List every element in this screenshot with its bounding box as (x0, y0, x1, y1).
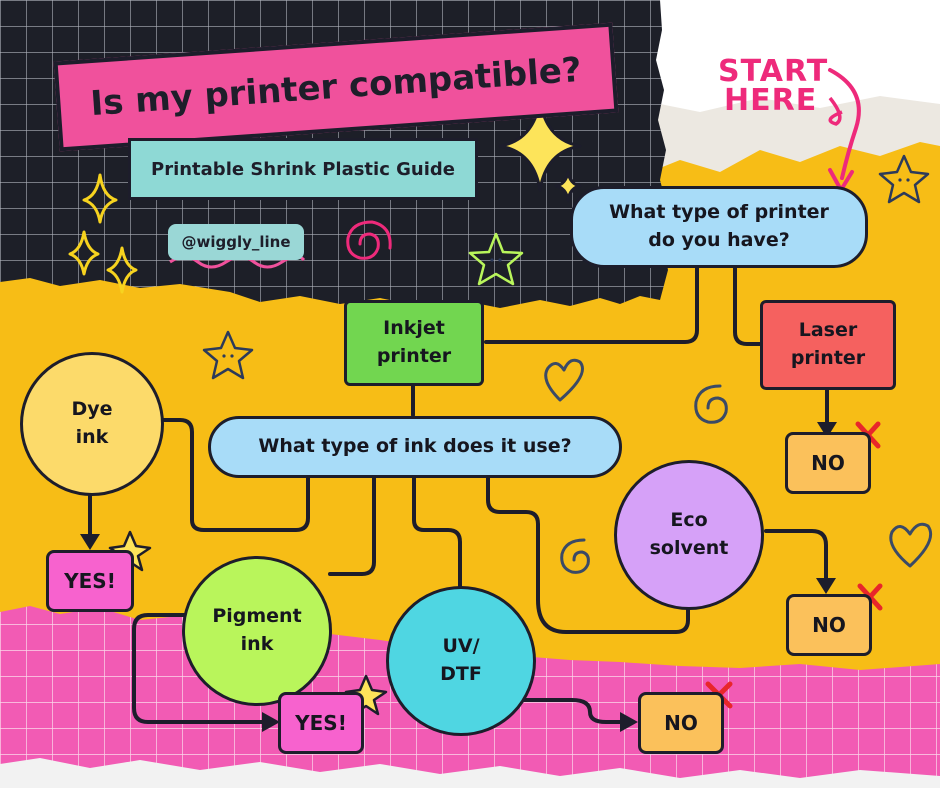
yes-box-dye: YES! (46, 550, 134, 612)
page-title: Is my printer compatible? (89, 49, 583, 125)
star-face-icon (202, 154, 930, 380)
dye-ink-circle: Dye ink (20, 352, 164, 496)
author-handle: @wiggly_line (168, 224, 304, 260)
inkjet-printer-box: Inkjet printer (344, 300, 484, 386)
question-ink-type: What type of ink does it use? (208, 416, 622, 478)
subtitle-banner: Printable Shrink Plastic Guide (128, 138, 478, 200)
spiral-icon (346, 220, 728, 574)
no-box-uv: NO (638, 692, 724, 754)
pigment-ink-circle: Pigment ink (182, 556, 332, 706)
heart-icon (544, 358, 933, 568)
question-printer-type: What type of printer do you have? (570, 186, 868, 268)
yes-box-pigment: YES! (278, 692, 364, 754)
sparkle-icon (498, 98, 582, 202)
start-here-label: START HERE (718, 54, 829, 118)
torn-paper-bottom (0, 758, 940, 788)
laser-printer-box: Laser printer (760, 300, 896, 390)
page-subtitle: Printable Shrink Plastic Guide (151, 158, 455, 180)
sparkle-icon (68, 173, 138, 294)
eco-solvent-circle: Eco solvent (614, 460, 764, 610)
no-box-laser: NO (785, 432, 871, 494)
uv-dtf-circle: UV/ DTF (386, 586, 536, 736)
start-arrow (828, 68, 861, 180)
handle-text: @wiggly_line (181, 233, 291, 251)
no-box-eco: NO (786, 594, 872, 656)
